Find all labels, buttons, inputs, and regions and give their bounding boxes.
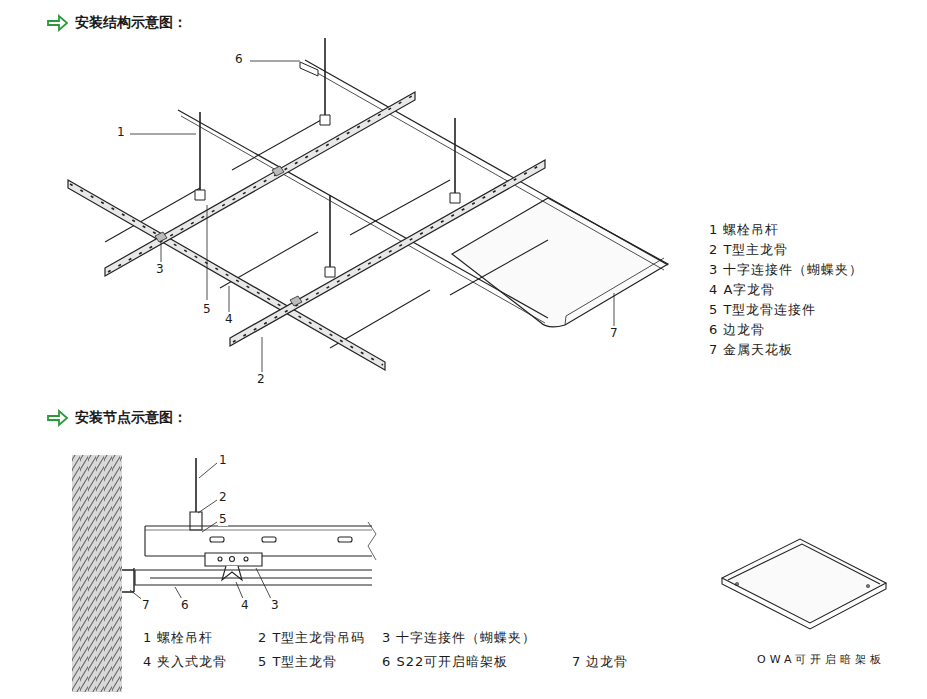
callout-number: 5	[202, 302, 212, 316]
legend-item: 2 T型主龙骨吊码	[258, 630, 365, 646]
panel-caption: OWA可开启暗架板	[757, 653, 885, 666]
callout-number: 1	[218, 453, 228, 467]
legend-item: 6 S22可开启暗架板	[382, 654, 508, 670]
legend-item: 4 A字龙骨	[709, 282, 775, 298]
heading-arrow-icon	[48, 16, 67, 425]
callout-number: 2	[218, 490, 228, 504]
callout-number: 7	[141, 598, 151, 612]
legend-item: 5 T型龙骨连接件	[709, 302, 816, 318]
legend-item: 3 十字连接件（蝴蝶夹）	[382, 630, 536, 646]
node-detail	[122, 458, 376, 592]
callout-number: 7	[609, 326, 619, 340]
callout-number: 6	[234, 52, 244, 66]
leader-line	[130, 61, 614, 372]
wall-section	[72, 455, 122, 692]
owa-panel	[722, 539, 886, 629]
callout-number: 6	[180, 598, 190, 612]
callout-number: 5	[218, 512, 228, 526]
ceiling-grid	[68, 38, 668, 370]
legend-item: 5 T型主龙骨	[258, 654, 337, 670]
callout-number: 1	[116, 125, 126, 139]
legend-item: 2 T型主龙骨	[709, 242, 788, 258]
legend-item: 7 金属天花板	[709, 342, 793, 358]
legend-item: 1 螺栓吊杆	[143, 630, 213, 646]
leader-line	[130, 463, 272, 601]
legend-item: 1 螺栓吊杆	[709, 222, 779, 238]
legend-item: 4 夹入式龙骨	[143, 654, 227, 670]
legend-item: 6 边龙骨	[709, 322, 765, 338]
callout-number: 4	[224, 312, 234, 326]
legend-item: 7 边龙骨	[572, 654, 628, 670]
section-heading: 安装节点示意图：	[75, 409, 187, 426]
callout-number: 2	[256, 372, 266, 386]
legend-item: 3 十字连接件（蝴蝶夹）	[709, 262, 863, 278]
section-heading: 安装结构示意图：	[75, 14, 187, 31]
callout-number: 4	[240, 598, 250, 612]
callout-number: 3	[155, 262, 165, 276]
callout-number: 3	[270, 598, 280, 612]
